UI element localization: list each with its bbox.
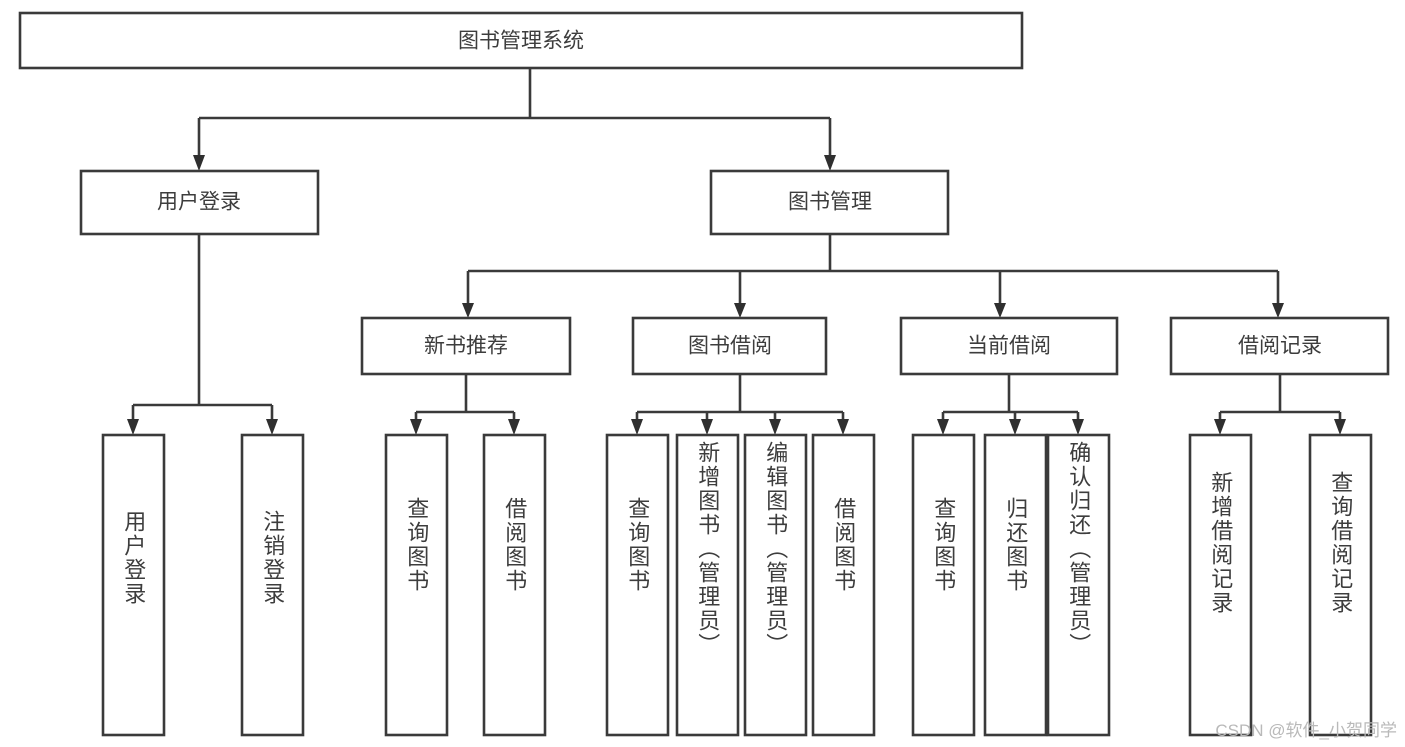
node-borrow-record-box[interactable] [1169, 316, 1390, 376]
node-root-label: 图书管理系统 [458, 30, 584, 53]
node-user-login-label: 用户登录 [157, 191, 241, 214]
arrow-to-leaf-borrow-book-2 [837, 419, 849, 435]
node-current-borrow[interactable]: 当前借阅 [899, 316, 1119, 376]
leaf-box-query-book-2[interactable] [605, 433, 670, 737]
leaf-box-borrow-book-1[interactable] [482, 433, 547, 737]
arrow-to-new-book-recommend [462, 303, 474, 318]
arrow-to-user-login [193, 155, 205, 171]
leaf-box-user-logout[interactable] [240, 433, 305, 737]
node-book-management-box[interactable] [709, 169, 950, 236]
node-current-borrow-box[interactable] [899, 316, 1119, 376]
leaf-box-query-record[interactable] [1308, 433, 1373, 737]
arrow-to-leaf-query-book-2 [631, 419, 643, 435]
node-user-login[interactable]: 用户登录 [79, 169, 320, 236]
arrow-to-leaf-query-book-3 [937, 419, 949, 435]
node-book-management-label: 图书管理 [788, 191, 872, 214]
node-book-borrow[interactable]: 图书借阅 [631, 316, 828, 376]
node-new-book-recommend-box[interactable] [360, 316, 572, 376]
arrow-to-leaf-user-login [127, 419, 139, 435]
leaf-box-user-login[interactable] [101, 433, 166, 737]
connector-lines [131, 68, 1342, 420]
leaf-box-add-record[interactable] [1188, 433, 1253, 737]
arrow-to-book-borrow [734, 303, 746, 318]
node-root-book-management-system[interactable]: 图书管理系统 [18, 11, 1024, 70]
node-book-borrow-box[interactable] [631, 316, 828, 376]
arrow-to-current-borrow [994, 303, 1006, 318]
arrow-to-leaf-confirm-return [1072, 419, 1084, 435]
leaf-box-query-book-1[interactable] [384, 433, 449, 737]
node-borrow-record-label: 借阅记录 [1238, 335, 1322, 358]
node-book-management[interactable]: 图书管理 [709, 169, 950, 236]
arrow-to-book-manage [824, 155, 836, 171]
node-book-borrow-label: 图书借阅 [688, 335, 772, 358]
node-user-login-box[interactable] [79, 169, 320, 236]
arrow-to-leaf-add-book [701, 419, 713, 435]
leaf-box-add-book[interactable] [675, 433, 740, 737]
leaf-box-query-book-3[interactable] [911, 433, 976, 737]
node-root-box[interactable] [18, 11, 1024, 70]
leaf-box-return-book[interactable] [983, 433, 1048, 737]
arrow-to-borrow-record [1272, 303, 1284, 318]
node-current-borrow-label: 当前借阅 [967, 335, 1051, 358]
leaf-box-borrow-book-2[interactable] [811, 433, 876, 737]
leaf-box-confirm-return[interactable] [1046, 433, 1111, 737]
arrow-to-leaf-borrow-book-1 [508, 419, 520, 435]
csdn-watermark: CSDN @软件_小贺同学 [1215, 721, 1397, 740]
leaf-box-edit-book[interactable] [743, 433, 808, 737]
node-borrow-record[interactable]: 借阅记录 [1169, 316, 1390, 376]
leaf-node-boxes [101, 433, 1373, 737]
arrow-to-leaf-edit-book [769, 419, 781, 435]
arrow-to-leaf-add-record [1214, 419, 1226, 435]
node-new-book-recommend[interactable]: 新书推荐 [360, 316, 572, 376]
arrow-to-leaf-query-book-1 [410, 419, 422, 435]
arrow-to-leaf-query-record [1334, 419, 1346, 435]
node-new-book-recommend-label: 新书推荐 [424, 335, 508, 358]
connector-arrowheads [127, 155, 1346, 435]
arrow-to-leaf-return-book [1009, 419, 1021, 435]
arrow-to-leaf-user-logout [266, 419, 278, 435]
